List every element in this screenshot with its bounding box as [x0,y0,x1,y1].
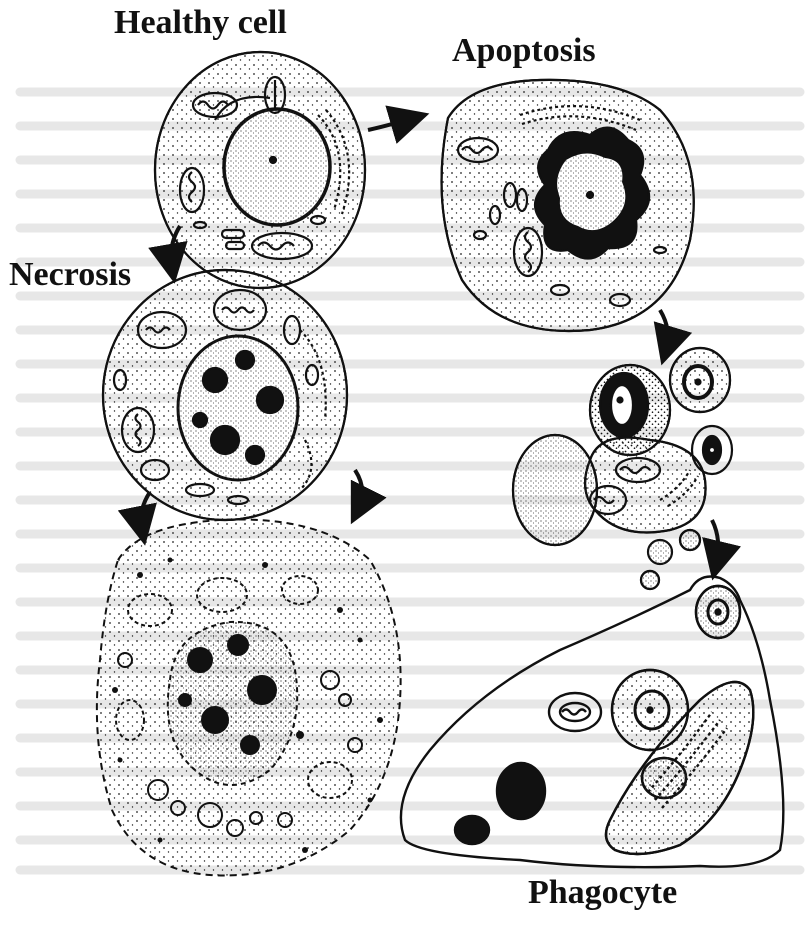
label-apoptosis: Apoptosis [452,34,596,68]
label-phagocyte: Phagocyte [528,876,677,910]
phagocyte-cell [401,577,783,868]
label-necrosis: Necrosis [9,258,131,292]
arrow-to-apoptosis [368,118,414,130]
apoptotic-cell [442,80,694,331]
arrow-to-phagocyte [712,520,718,565]
necrotic-cell-late [97,520,401,876]
arrow-to-lysis [355,470,362,510]
arrow-to-necrosis-late [141,492,150,530]
healthy-cell [155,52,365,288]
apoptotic-bodies [513,348,732,589]
necrotic-cell-early [103,270,347,520]
label-healthy-cell: Healthy cell [114,6,287,40]
arrow-to-apoptotic-bodies [660,310,668,350]
